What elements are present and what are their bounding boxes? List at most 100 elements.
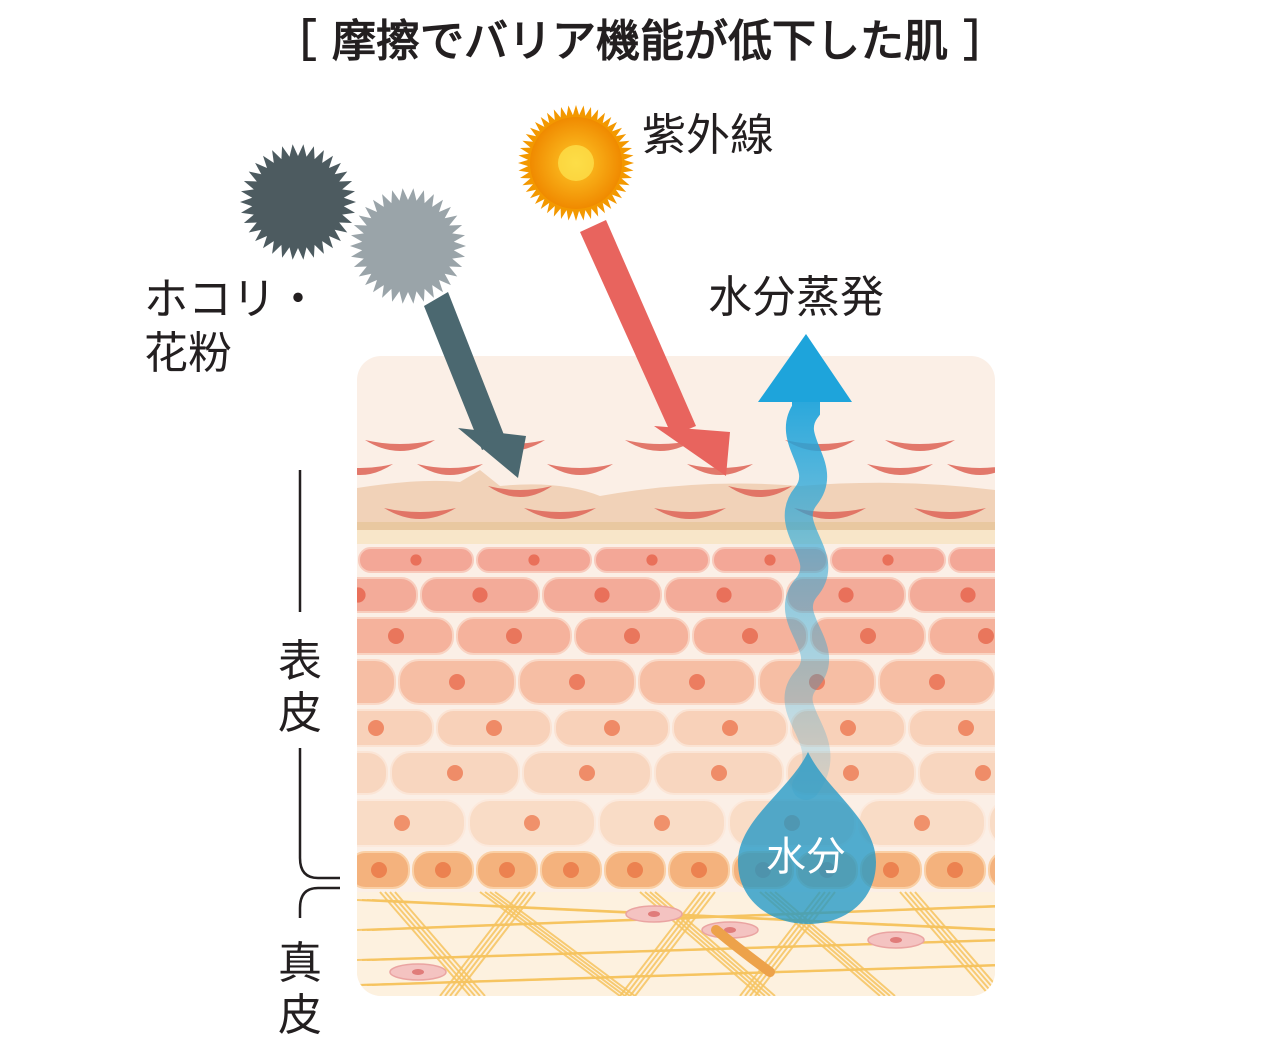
collagen-fiber <box>394 891 486 996</box>
collagen-fiber <box>629 891 711 996</box>
diagram-title: ［ 摩擦でバリア機能が低下した肌 ］ <box>273 16 1008 67</box>
cell-nucleus <box>472 587 488 603</box>
cell-nucleus <box>394 815 410 831</box>
cell-nucleus <box>410 554 422 566</box>
cell-nucleus <box>315 765 331 781</box>
collagen-fiber <box>624 891 706 996</box>
pollen-particle-light-icon <box>350 188 466 304</box>
keratin-flake <box>947 464 995 475</box>
cell-nucleus <box>579 765 595 781</box>
dermis-label-2: 皮 <box>278 990 322 1041</box>
collagen-fiber <box>899 891 991 996</box>
collagen-fiber <box>449 891 531 996</box>
cell-nucleus <box>499 862 515 878</box>
collagen-fiber <box>634 891 716 996</box>
cell-nucleus <box>975 765 991 781</box>
collagen-fiber <box>904 891 995 996</box>
cell-nucleus <box>1000 554 1011 565</box>
evaporation-arrowhead-icon <box>758 334 852 402</box>
keratin-flake <box>488 486 552 497</box>
cell-nucleus <box>435 862 451 878</box>
epidermis-cell <box>948 547 995 573</box>
keratin-flake <box>357 464 393 475</box>
cell-nucleus <box>646 554 658 566</box>
cell-nucleus <box>563 862 579 878</box>
cell-nucleus <box>711 765 727 781</box>
cell-nucleus <box>882 554 894 566</box>
collagen-fiber <box>479 891 621 996</box>
collagen-fiber <box>371 964 995 986</box>
keratin-flake <box>654 508 726 519</box>
epidermis-label-2: 皮 <box>278 688 322 739</box>
collagen-fiber <box>379 891 471 996</box>
cell-nucleus <box>524 815 540 831</box>
dust-arrow <box>424 292 526 478</box>
skin-cross-section <box>315 356 1060 996</box>
cell-nucleus <box>624 628 640 644</box>
cell-nucleus <box>368 720 384 736</box>
cell-nucleus <box>569 674 585 690</box>
keratin-flake <box>914 508 986 519</box>
cell-nucleus <box>860 628 876 644</box>
keratin-flake <box>365 440 435 451</box>
moisture-label: 水分 <box>766 834 846 880</box>
keratin-flake <box>867 464 933 475</box>
keratin-flake <box>524 508 596 519</box>
collagen-fiber <box>389 891 481 996</box>
dust-particle-dark-icon <box>240 144 356 260</box>
collagen-fiber <box>909 891 995 996</box>
cell-nucleus <box>506 628 522 644</box>
collagen-fiber <box>439 891 521 996</box>
layer-brackets <box>298 470 340 918</box>
collagen-fiber <box>494 891 636 996</box>
dust-label-line2: 花粉 <box>144 328 232 379</box>
cell-nucleus <box>627 862 643 878</box>
cell-nucleus <box>604 720 620 736</box>
cell-nucleus <box>742 628 758 644</box>
epidermis-label-1: 表 <box>278 636 322 687</box>
water-drop-icon <box>738 752 876 924</box>
cell-nucleus <box>958 720 974 736</box>
cell-nucleus <box>978 628 994 644</box>
cell-nucleus <box>447 765 463 781</box>
cell-nucleus <box>840 720 856 736</box>
keratin-flake <box>728 486 792 497</box>
cell-nucleus <box>722 720 738 736</box>
cell-nucleus <box>691 862 707 878</box>
keratin-flake <box>625 440 695 451</box>
cell-nucleus <box>1011 862 1027 878</box>
cell-nucleus <box>528 554 540 566</box>
cell-nucleus <box>388 628 404 644</box>
keratin-flake <box>885 440 955 451</box>
cell-nucleus <box>1044 815 1060 831</box>
cell-nucleus <box>843 765 859 781</box>
epidermis-cell <box>988 799 995 847</box>
keratin-flake <box>547 464 613 475</box>
collagen-fiber <box>484 891 626 996</box>
uv-sun-icon <box>518 105 634 221</box>
dust-label-line1: ホコリ・ <box>144 274 320 325</box>
keratin-flake <box>384 508 456 519</box>
cell-nucleus <box>838 587 854 603</box>
dermis-label-1: 真 <box>278 938 322 989</box>
evaporation-label: 水分蒸発 <box>708 272 884 323</box>
cell-nucleus <box>357 587 366 603</box>
cell-nucleus <box>960 587 976 603</box>
cell-nucleus <box>329 674 345 690</box>
cell-nucleus <box>883 862 899 878</box>
cell-nucleus <box>654 815 670 831</box>
uv-arrow <box>580 220 730 476</box>
collagen-fiber <box>454 891 536 996</box>
dermis-layer <box>357 891 995 996</box>
epidermis-cells <box>315 547 1060 889</box>
collagen-fiber <box>619 891 701 996</box>
epidermis-cell <box>357 659 396 705</box>
cell-nucleus <box>914 815 930 831</box>
collagen-fiber <box>444 891 526 996</box>
keratin-flake <box>417 464 483 475</box>
cell-nucleus <box>689 674 705 690</box>
epidermis-cell <box>357 751 388 795</box>
cell-nucleus <box>716 587 732 603</box>
collagen-fiber <box>489 891 631 996</box>
